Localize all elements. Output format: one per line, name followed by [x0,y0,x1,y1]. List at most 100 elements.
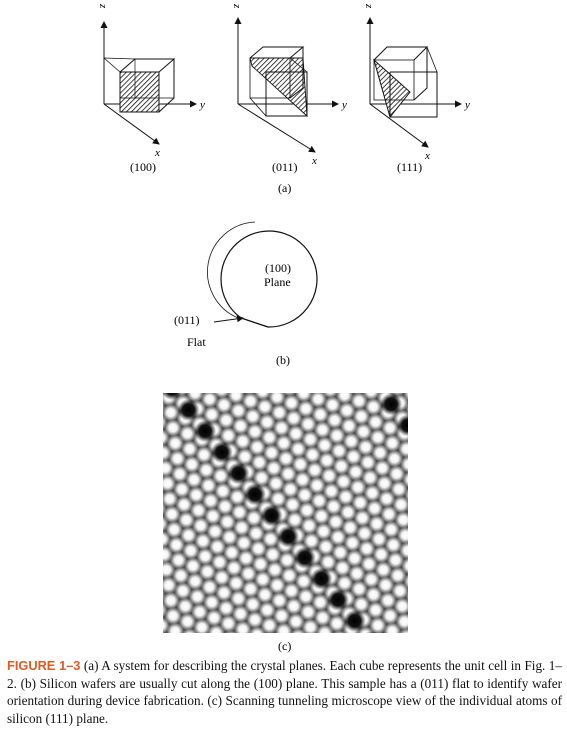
stm-atom [163,489,164,497]
stm-atom [203,405,221,424]
stm-atom [282,582,301,600]
stm-atom [347,463,365,481]
stm-atom [233,519,251,537]
stm-atom [163,576,178,594]
stm-atom [409,517,426,534]
stm-atom [351,494,369,512]
stm-atom [192,517,210,535]
stm-atom [178,425,196,443]
stm-atom [395,613,408,631]
stm-vacancy [244,483,266,506]
wafer-outline [207,221,318,328]
stm-atom [311,405,329,424]
stm-atom [346,549,364,567]
stm-atom [163,401,165,413]
stm-atom [299,415,317,433]
stm-atom [375,474,394,493]
stm-atom [290,628,306,633]
stm-vacancy [163,393,183,400]
stm-atom [191,603,209,621]
stm-atom [352,393,362,395]
stm-atom [368,515,386,533]
stm-atom [225,559,243,577]
stm-atom [299,603,317,621]
stm-atom [301,430,319,448]
stm-atom [229,590,247,608]
stm-atom [406,506,408,515]
stm-atom [277,450,295,468]
stm-atom [369,428,387,447]
stm-atom [245,509,263,527]
stm-atom [270,404,288,422]
stm-atom [367,601,385,619]
stm-atom [348,565,366,583]
stm-atom [217,411,235,429]
stm-atom [189,501,208,519]
stm-atom [359,453,377,471]
cube2-y-label: y [341,99,347,111]
stm-atom [380,505,398,523]
stm-atom [335,473,353,491]
stm-atom [333,559,352,577]
stm-atom [286,511,304,529]
stm-atom [372,545,390,564]
stm-atom [364,398,382,416]
stm-atom [143,556,160,573]
stm-vacancy [380,393,403,416]
stm-atom [358,540,376,558]
stm-atom [328,427,346,445]
stm-atom [206,522,224,541]
caption-label: FIGURE 1–3 [7,658,81,673]
stm-atom [350,580,368,598]
stm-atom [325,497,343,516]
stm-atom [197,461,215,479]
stm-vacancy [260,504,283,527]
stm-atom [373,459,391,477]
stm-atom [408,603,425,620]
stm-atom [294,471,312,489]
stm-atom [212,467,230,485]
stm-atom [163,404,180,422]
stm-atom [377,576,395,594]
stm-atom [266,373,283,390]
stm-atom [312,507,330,525]
stm-atom [343,534,361,552]
stm-atom [337,488,355,506]
stm-atom [232,605,250,623]
stm-atom [258,601,276,619]
stm-atom [186,572,204,590]
stm-atom [214,482,232,500]
stm-atom [219,427,237,445]
stm-atom [302,532,321,550]
stm-vacancy [158,637,180,659]
stm-atom [370,530,388,548]
stm-atom [184,557,202,575]
cube3-x-label: x [424,150,430,162]
stm-atom [344,448,363,466]
cube-111 [366,17,462,148]
stm-atom [400,455,408,473]
stm-atom [242,580,260,598]
stm-atom [176,597,194,615]
stm-vacancy [327,588,349,611]
stm-atom [237,549,255,567]
stm-atom [291,455,309,473]
stm-atom [250,453,268,471]
stm-atom [340,417,358,435]
stm-atom [201,578,219,596]
stm-atom [243,393,253,395]
stm-atom [168,450,187,468]
stm-atom [230,503,249,521]
stm-atom [375,373,392,390]
stm-atom [267,474,285,493]
stm-atom [411,532,428,549]
stm-atom [378,490,396,508]
stm-atom [366,499,384,517]
panel-b-label: (b) [276,353,290,367]
plane-label-line1: (100) [265,261,291,275]
stm-atom [199,476,218,495]
stm-atom [336,574,354,592]
stm-atom [234,432,252,450]
stm-atom [279,465,297,483]
